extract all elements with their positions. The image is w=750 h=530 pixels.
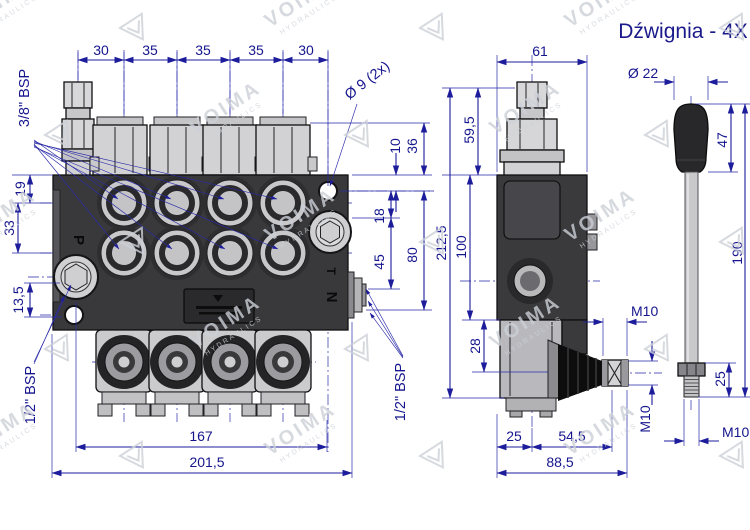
dim-80: 80 — [404, 247, 420, 263]
p-port — [53, 254, 99, 300]
dim-61: 61 — [532, 43, 548, 59]
dim-36: 36 — [404, 138, 420, 154]
side-top-dim: 61 — [496, 43, 588, 172]
bsp12-outlet-label: 1/2" BSP — [393, 363, 409, 421]
watermark-logo-icon — [642, 119, 669, 149]
stud-m10-dims: M10 M10 — [583, 303, 658, 433]
spool-boot — [558, 344, 602, 401]
watermark-logo-icon — [117, 226, 144, 256]
watermark-logo-icon — [42, 119, 69, 149]
dim-25-lever: 25 — [712, 371, 728, 387]
port-letter-t: T — [324, 267, 338, 275]
watermark-logo-icon — [642, 333, 669, 363]
lever-view: Dźwignia - 4X Ø 22 47 190 25 — [618, 20, 750, 446]
watermark-logo-icon — [42, 333, 69, 363]
dim-18: 18 — [371, 208, 387, 224]
relief-valve-side — [499, 81, 565, 177]
front-view: P T N — [1, 42, 434, 478]
port-letter-n: N — [323, 292, 340, 303]
dim-10: 10 — [387, 138, 403, 154]
dia9-leader — [329, 103, 358, 187]
dim-25-side: 25 — [506, 428, 522, 444]
dim-30a: 30 — [93, 42, 109, 58]
lever-m10-dim: M10 — [664, 399, 749, 446]
dim-30b: 30 — [298, 42, 314, 58]
watermark-logo-icon — [342, 119, 369, 149]
mounting-hole-left — [64, 305, 84, 325]
watermark-logo-icon — [717, 440, 744, 470]
bsp12-inlet-label: 1/2" BSP — [23, 366, 39, 424]
label-m10-stud: M10 — [631, 303, 658, 319]
page-title: Dźwignia - 4X — [618, 20, 748, 43]
dim-100: 100 — [453, 235, 469, 259]
dim-33: 33 — [1, 220, 17, 236]
dim-35c: 35 — [248, 42, 264, 58]
dim-88-5: 88,5 — [546, 454, 573, 470]
lever-dia-dim: Ø 22 — [628, 65, 728, 100]
dim-35b: 35 — [195, 42, 211, 58]
spool-caps — [89, 116, 318, 176]
dim-59-5: 59,5 — [461, 116, 477, 143]
dim-201-5: 201,5 — [189, 454, 224, 470]
bsp12-inlet-leaders — [33, 284, 72, 365]
dim-13-5: 13,5 — [10, 286, 26, 313]
lever-shaft — [684, 171, 699, 364]
front-top-dims: 30 35 35 35 30 — [77, 42, 329, 186]
lever-thread — [683, 375, 700, 398]
label-m10-lever: M10 — [722, 424, 749, 440]
front-right-dims: 10 36 18 45 80 — [310, 122, 434, 311]
work-ports — [97, 176, 310, 280]
dia9-label: Ø 9 (2x) — [342, 58, 393, 103]
side-left-dims: 59,5 212,5 100 28 — [433, 87, 548, 399]
side-view: 61 59,5 212,5 100 28 25 54,5 88,5 — [365, 43, 662, 478]
side-bottom-dims: 25 54,5 88,5 — [496, 390, 628, 478]
dim-19: 19 — [12, 181, 28, 197]
watermark-logo-icon — [117, 440, 144, 470]
bottom-caps — [95, 329, 312, 417]
dim-35a: 35 — [142, 42, 158, 58]
dim-45: 45 — [371, 254, 387, 270]
watermark-logo-icon — [117, 12, 144, 42]
front-bottom-dims: 167 201,5 — [51, 302, 353, 478]
dim-212-5: 212,5 — [433, 225, 449, 260]
watermark-logo-icon — [417, 440, 444, 470]
dim-167: 167 — [189, 428, 213, 444]
watermark-logo-icon — [342, 333, 369, 363]
lever-knob — [673, 103, 709, 173]
n-port — [308, 210, 352, 254]
bsp38-label: 3/8" BSP — [17, 69, 33, 127]
watermark-logo-icon — [717, 12, 744, 42]
lever-nut — [677, 362, 706, 377]
front-left-dims: 19 33 13,5 — [1, 174, 62, 318]
watermark-logo-icon — [717, 226, 744, 256]
port-letter-p: P — [70, 235, 87, 245]
bsp12-outlet: 1/2" BSP — [365, 288, 409, 421]
dim-54-5: 54,5 — [558, 428, 585, 444]
spool-stud — [601, 359, 629, 387]
label-m10-stud-v: M10 — [637, 405, 653, 432]
dim-28: 28 — [467, 338, 483, 354]
watermark-logo-icon — [417, 12, 444, 42]
lever-length-dims: 47 190 25 — [695, 103, 750, 398]
bsp38-leaders — [33, 139, 279, 250]
nameplate — [183, 288, 255, 324]
side-outlet-boss — [347, 271, 367, 319]
watermark-logo-icon — [417, 226, 444, 256]
dim-190: 190 — [729, 241, 745, 265]
dim-dia22: Ø 22 — [628, 65, 659, 81]
dim-47: 47 — [714, 132, 730, 148]
